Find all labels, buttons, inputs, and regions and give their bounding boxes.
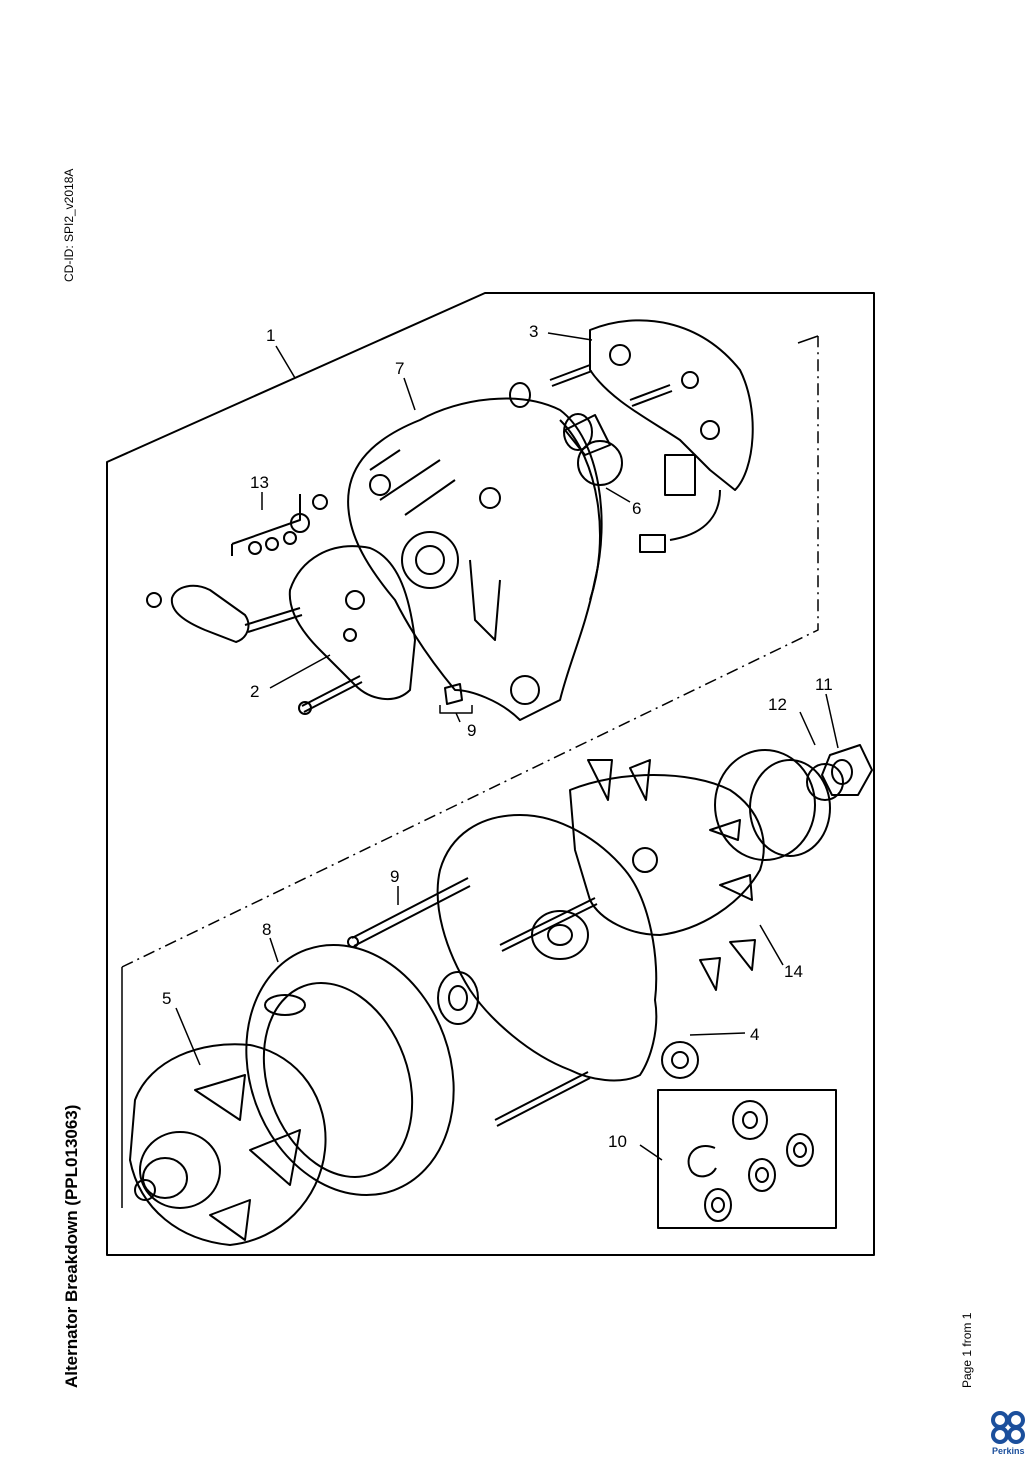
callout-5: 5 — [162, 989, 171, 1008]
callout-2: 2 — [250, 682, 259, 701]
callout-14: 14 — [784, 962, 803, 981]
fan — [569, 759, 765, 991]
hardware-kit — [687, 1100, 814, 1222]
capacitor — [146, 584, 250, 643]
brand-name: Perkins — [992, 1446, 1025, 1456]
pulley — [714, 749, 844, 861]
assembly-bracket-line — [121, 336, 819, 968]
nut — [821, 744, 873, 796]
callout-7: 7 — [395, 359, 404, 378]
callout-3: 3 — [529, 322, 538, 341]
callout-4: 4 — [750, 1025, 759, 1044]
hardware-kit-box — [657, 1089, 837, 1229]
regulator-assembly — [549, 319, 754, 553]
callout-6: 6 — [632, 499, 641, 518]
callout-10: 10 — [608, 1132, 627, 1151]
end-plate — [231, 494, 463, 715]
stator — [245, 943, 455, 1197]
perkins-logo-icon — [991, 1411, 1025, 1444]
callout-1: 1 — [266, 326, 275, 345]
callout-9-bottom: 9 — [390, 867, 399, 886]
callout-9-top: 9 — [467, 721, 476, 740]
diagram-frame — [106, 292, 875, 1256]
callout-13: 13 — [250, 473, 269, 492]
callout-11: 11 — [815, 675, 833, 694]
leader-lines — [175, 332, 839, 1161]
bush — [509, 382, 623, 486]
callout-8: 8 — [262, 920, 271, 939]
front-housing — [436, 814, 699, 1127]
rear-housing — [347, 397, 603, 721]
rotor — [129, 1043, 327, 1246]
callout-12: 12 — [768, 695, 787, 714]
through-bolt — [347, 877, 471, 948]
